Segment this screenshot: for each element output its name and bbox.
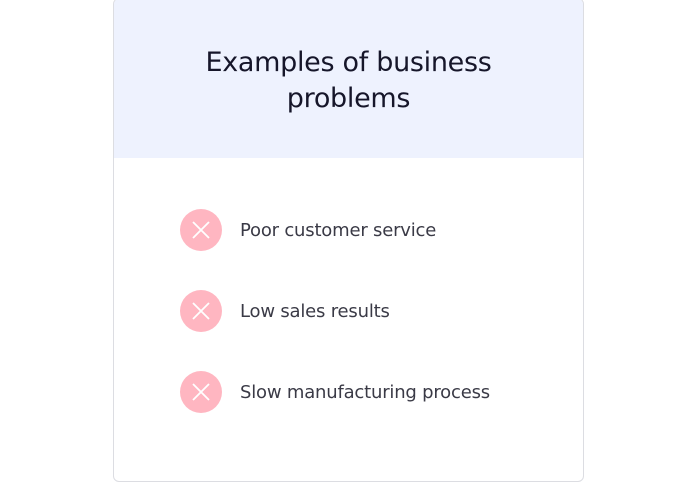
list-item: Slow manufacturing process <box>180 371 490 413</box>
problem-list: Poor customer service Low sales results … <box>180 209 490 452</box>
list-item-label: Low sales results <box>240 300 390 322</box>
x-icon <box>180 290 222 332</box>
list-item: Low sales results <box>180 290 490 332</box>
list-item: Poor customer service <box>180 209 490 251</box>
card-title: Examples of business problems <box>205 46 492 114</box>
card-header: Examples of business problems <box>114 0 583 158</box>
business-problems-card: Examples of business problems Poor custo… <box>113 0 584 482</box>
x-icon <box>180 371 222 413</box>
list-item-label: Slow manufacturing process <box>240 381 490 403</box>
list-item-label: Poor customer service <box>240 219 437 241</box>
x-icon <box>180 209 222 251</box>
